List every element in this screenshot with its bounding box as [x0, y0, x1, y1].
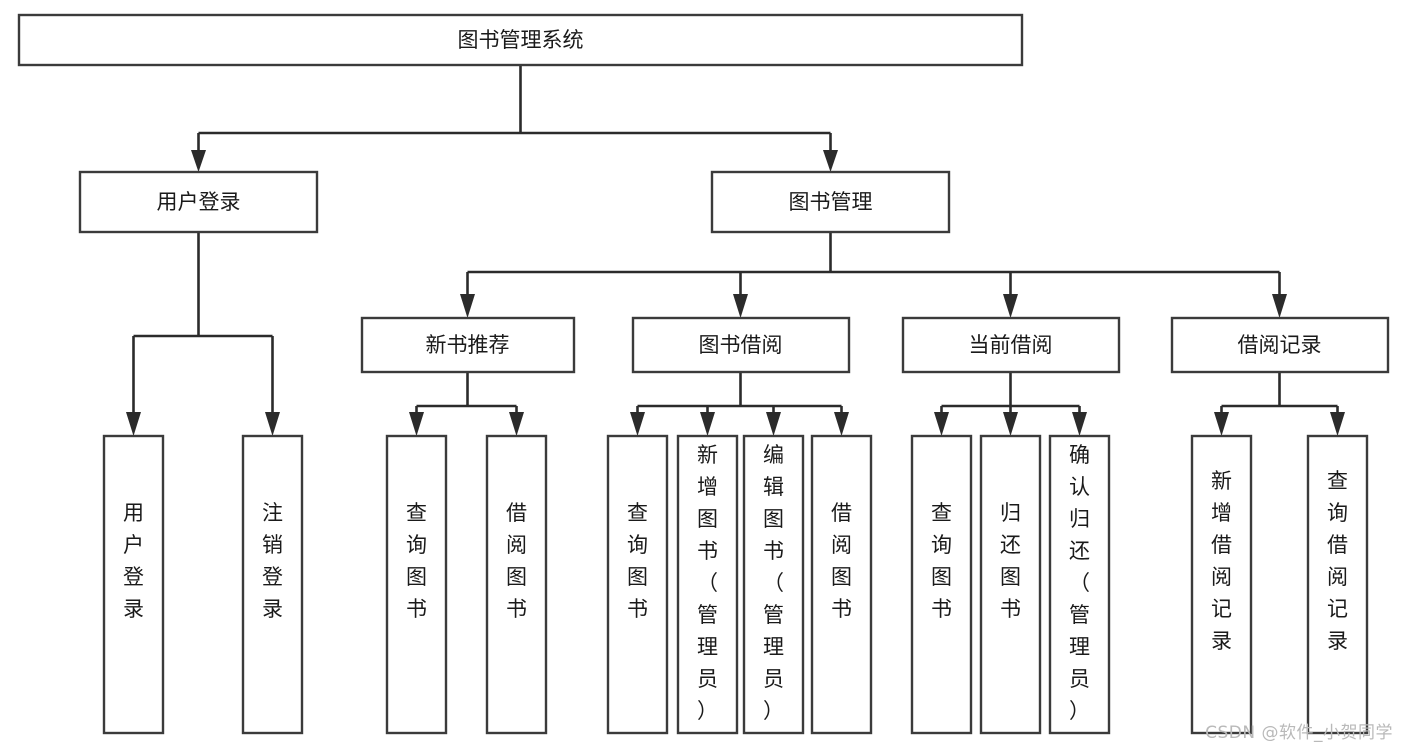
connector-layer	[126, 65, 1345, 436]
leaf-add-record[interactable]: 新增借阅记录	[1190, 434, 1253, 735]
leaf-query-book-1[interactable]: 查询图书	[385, 434, 448, 735]
arrow-head-book-borrow	[733, 294, 748, 318]
node-current-borrow-box[interactable]	[901, 316, 1121, 374]
leaf-borrow-book-2[interactable]: 借阅图书	[810, 434, 873, 735]
leaf-user-logout-box[interactable]	[241, 434, 304, 735]
leaf-confirm-return-box[interactable]	[1048, 434, 1111, 735]
arrow-head-leaf-add-book	[700, 412, 715, 436]
leaf-edit-book-label: 编辑图书（管理员）	[763, 443, 784, 723]
node-root-label: 图书管理系统	[458, 28, 584, 52]
leaf-user-login-label: 用户登录	[123, 501, 144, 621]
leaf-edit-book[interactable]: 编辑图书（管理员）	[742, 434, 805, 735]
leaf-borrow-book-1[interactable]: 借阅图书	[485, 434, 548, 735]
arrow-head-leaf-query-record	[1330, 412, 1345, 436]
leaf-return-book-box[interactable]	[979, 434, 1042, 735]
node-user-login[interactable]: 用户登录	[78, 170, 319, 234]
arrow-head-leaf-return-book	[1003, 412, 1018, 436]
node-new-book-recommend-box[interactable]	[360, 316, 576, 374]
leaf-user-logout-label: 注销登录	[262, 501, 283, 621]
arrow-head-leaf-user-login	[126, 412, 141, 436]
node-borrow-record-box[interactable]	[1170, 316, 1390, 374]
node-root-box[interactable]	[17, 13, 1024, 67]
leaf-edit-book-box[interactable]	[742, 434, 805, 735]
leaf-return-book-label: 归还图书	[1000, 501, 1021, 621]
node-user-login-label: 用户登录	[157, 190, 241, 214]
arrow-head-leaf-borrow-book-1	[509, 412, 524, 436]
leaf-query-book-2-box[interactable]	[606, 434, 669, 735]
leaf-query-book-3-box[interactable]	[910, 434, 973, 735]
leaf-return-book[interactable]: 归还图书	[979, 434, 1042, 735]
leaf-query-book-2-label: 查询图书	[627, 501, 648, 621]
leaf-query-book-2[interactable]: 查询图书	[606, 434, 669, 735]
arrow-head-user-login	[191, 150, 206, 172]
node-user-login-box[interactable]	[78, 170, 319, 234]
arrow-head-borrow-record	[1272, 294, 1287, 318]
leaf-add-book-box[interactable]	[676, 434, 739, 735]
leaf-borrow-book-1-box[interactable]	[485, 434, 548, 735]
leaf-user-login-box[interactable]	[102, 434, 165, 735]
csdn-watermark: CSDN @软件_小贺同学	[1205, 723, 1393, 743]
node-book-borrow-label: 图书借阅	[699, 333, 783, 357]
leaf-add-book-label: 新增图书（管理员）	[697, 443, 718, 723]
node-new-book-recommend[interactable]: 新书推荐	[360, 316, 576, 374]
leaf-query-record-label: 查询借阅记录	[1327, 469, 1348, 653]
node-root[interactable]: 图书管理系统	[17, 13, 1024, 67]
arrow-head-leaf-query-book-1	[409, 412, 424, 436]
leaf-confirm-return[interactable]: 确认归还（管理员）	[1048, 434, 1111, 735]
arrow-head-leaf-user-logout	[265, 412, 280, 436]
leaf-query-book-1-box[interactable]	[385, 434, 448, 735]
node-current-borrow[interactable]: 当前借阅	[901, 316, 1121, 374]
node-new-book-recommend-label: 新书推荐	[426, 333, 510, 357]
arrow-head-leaf-query-book-3	[934, 412, 949, 436]
arrow-head-book-manage	[823, 150, 838, 172]
arrow-head-leaf-query-book-2	[630, 412, 645, 436]
node-borrow-record-label: 借阅记录	[1238, 333, 1322, 357]
leaf-add-record-box[interactable]	[1190, 434, 1253, 735]
node-current-borrow-label: 当前借阅	[969, 333, 1053, 357]
leaf-add-book[interactable]: 新增图书（管理员）	[676, 434, 739, 735]
node-book-manage-box[interactable]	[710, 170, 951, 234]
node-book-manage-label: 图书管理	[789, 190, 873, 214]
arrow-head-leaf-confirm-return	[1072, 412, 1087, 436]
node-book-borrow-box[interactable]	[631, 316, 851, 374]
node-book-manage[interactable]: 图书管理	[710, 170, 951, 234]
leaf-borrow-book-2-box[interactable]	[810, 434, 873, 735]
node-borrow-record[interactable]: 借阅记录	[1170, 316, 1390, 374]
leaf-borrow-book-1-label: 借阅图书	[506, 501, 527, 621]
leaf-query-record-box[interactable]	[1306, 434, 1369, 735]
arrow-head-leaf-edit-book	[766, 412, 781, 436]
leaf-query-book-3[interactable]: 查询图书	[910, 434, 973, 735]
arrow-head-leaf-borrow-book-2	[834, 412, 849, 436]
leaf-user-login[interactable]: 用户登录	[102, 434, 165, 735]
leaf-query-book-3-label: 查询图书	[931, 501, 952, 621]
arrow-head-current-borrow	[1003, 294, 1018, 318]
leaf-borrow-book-2-label: 借阅图书	[831, 501, 852, 621]
node-book-borrow[interactable]: 图书借阅	[631, 316, 851, 374]
leaf-confirm-return-label: 确认归还（管理员）	[1069, 443, 1090, 723]
leaf-user-logout[interactable]: 注销登录	[241, 434, 304, 735]
leaf-add-record-label: 新增借阅记录	[1211, 469, 1232, 653]
leaf-query-record[interactable]: 查询借阅记录	[1306, 434, 1369, 735]
arrow-head-new-book-recommend	[460, 294, 475, 318]
leaf-query-book-1-label: 查询图书	[406, 501, 427, 621]
arrow-head-leaf-add-record	[1214, 412, 1229, 436]
